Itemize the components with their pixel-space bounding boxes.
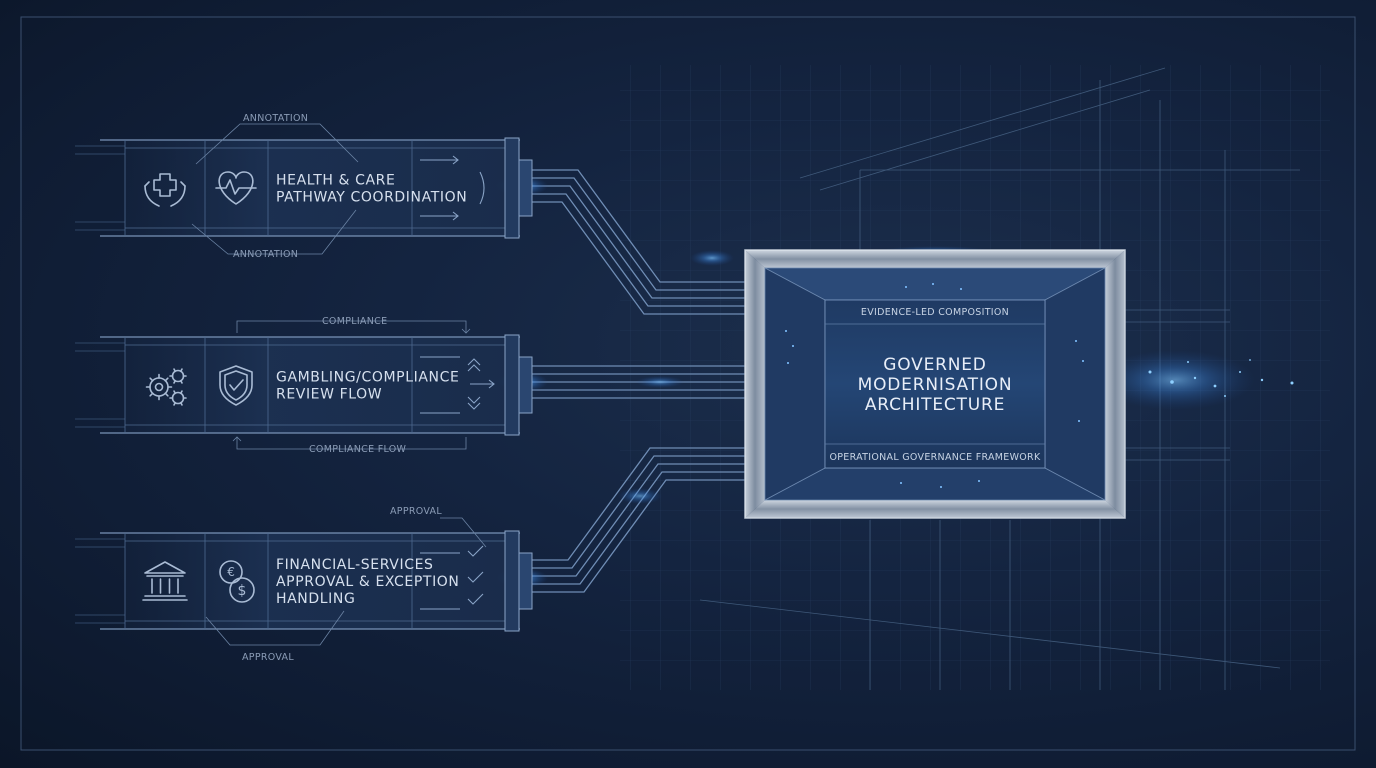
core-bevel-bottom [745,500,1125,518]
module-panel [125,533,520,629]
core-inner-slope-left [764,267,826,501]
module-flow-markers [420,545,484,610]
core-inner-panel [824,299,1046,469]
module-bottom-annotation: ANNOTATION [233,249,298,260]
module-title-line: APPROVAL & EXCEPTION [276,574,460,590]
module-top-annotation: ANNOTATION [243,113,308,124]
module-title-line: HEALTH & CARE [276,173,395,189]
module-connector-port [504,137,520,239]
module-title-line: GAMBLING/COMPLIANCE [276,370,459,386]
module-top-annotation: COMPLIANCE [322,316,387,327]
module-connector-port [504,530,520,632]
gears-icon [145,368,187,406]
output-sparkles [1148,359,1294,397]
core-data-dots [785,283,1084,488]
svg-text:€: € [227,565,235,579]
module-panel [125,140,520,236]
core-inner-slope-right [1044,267,1106,501]
core-architecture-block: EVIDENCE-LED COMPOSITION GOVERNED MODERN… [744,249,1126,519]
connector-lines [532,169,745,593]
module-title-line: REVIEW FLOW [276,387,382,403]
module-connector-port [504,334,520,436]
core-bevel-left [745,250,765,518]
core-title-line-1: GOVERNED [883,355,986,375]
svg-text:$: $ [238,583,247,599]
module-title-line: HANDLING [276,591,355,607]
heart-pulse-icon [215,171,257,205]
module-title-line: PATHWAY COORDINATION [276,190,467,206]
medical-cross-hands-icon [144,173,186,207]
module-panel [125,337,520,433]
annotation-callouts [205,517,487,646]
annotation-callouts [191,123,359,255]
shield-check-icon [219,365,253,406]
currency-coins-icon: €$ [219,560,255,603]
core-title-line-2: MODERNISATION [858,375,1013,395]
module-bottom-annotation: COMPLIANCE FLOW [309,444,406,455]
annotation-callouts [232,320,471,450]
bank-icon [142,561,188,601]
module-flow-markers [420,155,485,221]
module-flow-markers [420,356,495,414]
module-top-annotation: APPROVAL [390,506,442,517]
core-top-label: EVIDENCE-LED COMPOSITION [861,307,1009,318]
module-title-line: FINANCIAL-SERVICES [276,557,434,573]
core-title-line-3: ARCHITECTURE [865,395,1005,415]
core-bevel-right [1105,250,1125,518]
outer-frame [20,16,1356,751]
module-bottom-annotation: APPROVAL [242,652,294,663]
core-bevel-top [745,250,1125,268]
core-bottom-label: OPERATIONAL GOVERNANCE FRAMEWORK [829,452,1040,463]
